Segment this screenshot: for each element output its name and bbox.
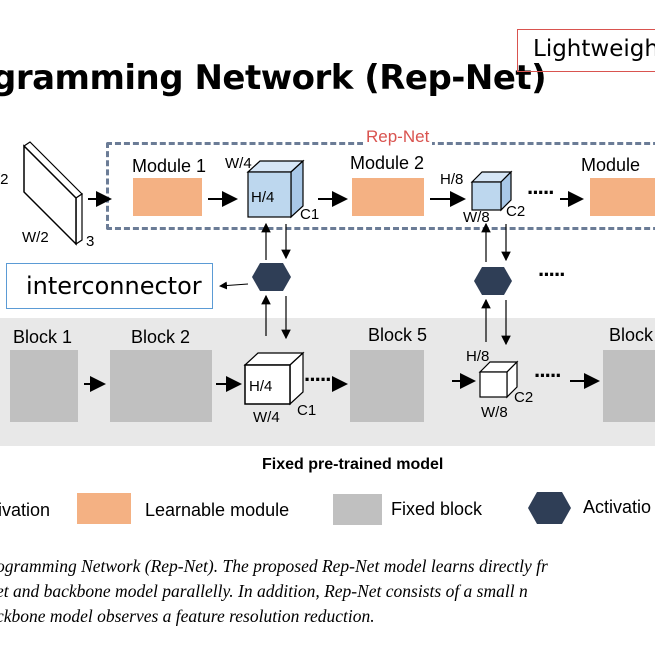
backbone-feat2-c: C2 <box>514 389 534 406</box>
learnable-module-3 <box>590 178 655 216</box>
fixed-block-1 <box>10 350 78 422</box>
backbone-feat2-h: H/8 <box>466 348 490 365</box>
input-h-label: /2 <box>0 171 9 188</box>
activation-hexagon-2 <box>474 267 512 295</box>
backbone-feat1-w: W/4 <box>253 409 280 426</box>
module-1-label: Module 1 <box>132 156 207 176</box>
caption-line-1: ogramming Network (Rep-Net). The propose… <box>0 556 548 576</box>
repnet-feat2-w: W/8 <box>463 209 490 226</box>
backbone-feature-cube-2 <box>478 360 519 399</box>
backbone-feat1-c: C1 <box>297 402 317 419</box>
input-w-label: W/2 <box>22 229 49 246</box>
lightweight-badge-box <box>517 29 655 72</box>
block-2-label: Block 2 <box>131 327 191 347</box>
repnet-feat1-w: W/4 <box>225 155 252 172</box>
module-3-label: Module <box>581 155 641 175</box>
interconnector-box <box>6 263 213 309</box>
repnet-feat2-c: C2 <box>506 203 526 220</box>
learnable-module-1 <box>133 178 202 216</box>
interconnector-label: interconnector <box>26 272 202 300</box>
learnable-module-2 <box>352 178 424 216</box>
repnet-feat2-h: H/8 <box>440 171 464 188</box>
legend-fixed-swatch <box>333 494 382 525</box>
legend-activation-left-text: ivation <box>0 500 51 520</box>
figure-title: gramming Network (Rep-Net) <box>0 58 547 98</box>
block-last-label: Block <box>609 325 654 345</box>
repnet-label: Rep-Net <box>363 127 433 147</box>
repnet-feat1-h: H/4 <box>251 189 275 206</box>
fixed-block-last <box>603 350 655 422</box>
module-2-label: Module 2 <box>350 153 425 173</box>
caption-line-2: et and backbone model parallelly. In add… <box>0 581 528 601</box>
input-c-label: 3 <box>86 233 95 250</box>
fixed-block-2 <box>110 350 212 422</box>
backbone-feat2-w: W/8 <box>481 404 508 421</box>
legend-fixed-text: Fixed block <box>391 499 483 519</box>
activation-ellipsis: ····· <box>538 262 567 287</box>
repnet-feat1-c: C1 <box>300 206 320 223</box>
block-1-label: Block 1 <box>13 327 73 347</box>
caption-line-3: ckbone model observes a feature resoluti… <box>0 606 375 626</box>
lightweight-badge-text: Lightweigh <box>533 36 655 62</box>
legend-activation-right-text: Activatio <box>583 497 652 517</box>
legend-activation-swatch <box>528 492 571 524</box>
backbone-ellipsis-2: ····· <box>534 363 563 388</box>
input-image-icon <box>23 141 83 246</box>
activation-hexagon-1 <box>252 263 291 291</box>
arrow-to-interconnector <box>219 281 249 290</box>
repnet-ellipsis: ····· <box>527 180 556 205</box>
backbone-feature-cube-1 <box>243 351 305 406</box>
backbone-feat1-h: H/4 <box>249 378 273 395</box>
fixed-model-caption: Fixed pre-trained model <box>262 456 444 473</box>
repnet-feature-cube-2 <box>470 170 513 212</box>
legend-learnable-text: Learnable module <box>145 500 290 520</box>
backbone-ellipsis-1: ····· <box>304 367 333 392</box>
repnet-feature-cube-1 <box>246 159 305 219</box>
block-5-label: Block 5 <box>368 325 428 345</box>
legend-learnable-swatch <box>77 493 131 524</box>
fixed-model-band <box>0 318 655 446</box>
fixed-block-5 <box>350 350 424 422</box>
